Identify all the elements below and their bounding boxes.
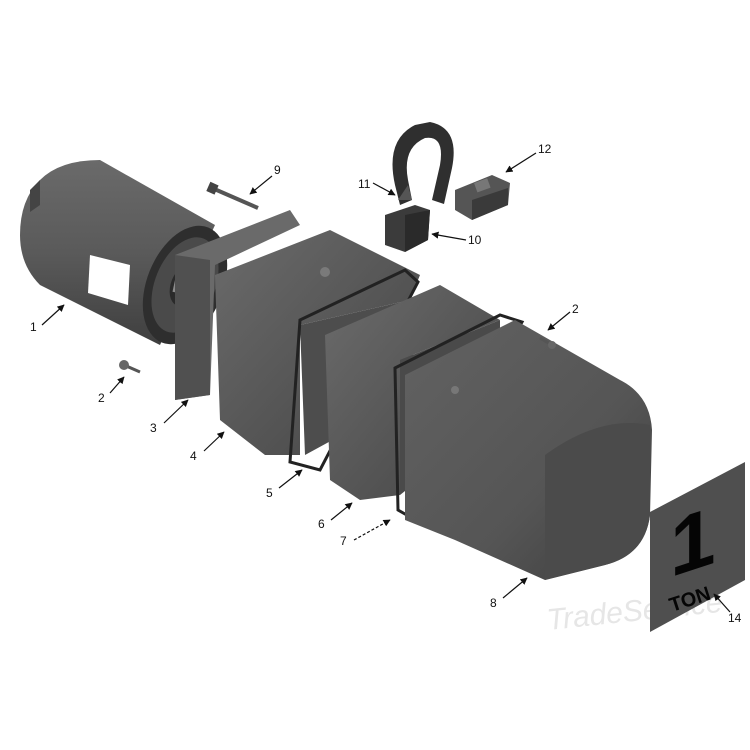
- callout-11: 11: [358, 177, 396, 196]
- callout-label: 11: [358, 177, 371, 191]
- callout-label: 1: [30, 320, 37, 334]
- callout-2-right: 2: [547, 302, 579, 331]
- hook-block-part: [385, 205, 430, 252]
- callout-10: 10: [431, 231, 482, 247]
- callout-3: 3: [150, 399, 189, 435]
- screw-part-left: [119, 360, 141, 374]
- motor-nameplate: [88, 255, 130, 305]
- callout-1: 1: [30, 304, 65, 334]
- bracket-part: [455, 175, 510, 220]
- callout-label: 12: [538, 142, 552, 156]
- callout-label: 8: [490, 596, 497, 610]
- capacity-number: 1: [670, 488, 716, 594]
- callout-14: 14: [713, 593, 742, 625]
- callout-label: 9: [274, 163, 281, 177]
- callout-9: 9: [249, 163, 281, 195]
- callout-5: 5: [266, 469, 303, 500]
- screw-part-right: [539, 336, 556, 349]
- callout-label: 5: [266, 486, 273, 500]
- callout-label: 2: [572, 302, 579, 316]
- hook-part: [392, 122, 454, 205]
- callout-6: 6: [318, 502, 353, 531]
- callout-label: 14: [728, 611, 742, 625]
- capacity-label-part: 1 TON: [650, 462, 745, 632]
- callout-8: 8: [490, 577, 528, 610]
- callout-label: 10: [468, 233, 482, 247]
- callout-2-left: 2: [98, 376, 125, 405]
- callout-label: 4: [190, 449, 197, 463]
- end-cover-part: [405, 320, 652, 580]
- callout-label: 7: [340, 534, 347, 548]
- callout-label: 2: [98, 391, 105, 405]
- callout-7: 7: [340, 519, 391, 548]
- bolt-part: [206, 181, 259, 210]
- callout-label: 3: [150, 421, 157, 435]
- mounting-plate-part: [175, 210, 300, 400]
- callout-12: 12: [505, 142, 552, 173]
- callout-4: 4: [190, 431, 225, 463]
- callout-label: 6: [318, 517, 325, 531]
